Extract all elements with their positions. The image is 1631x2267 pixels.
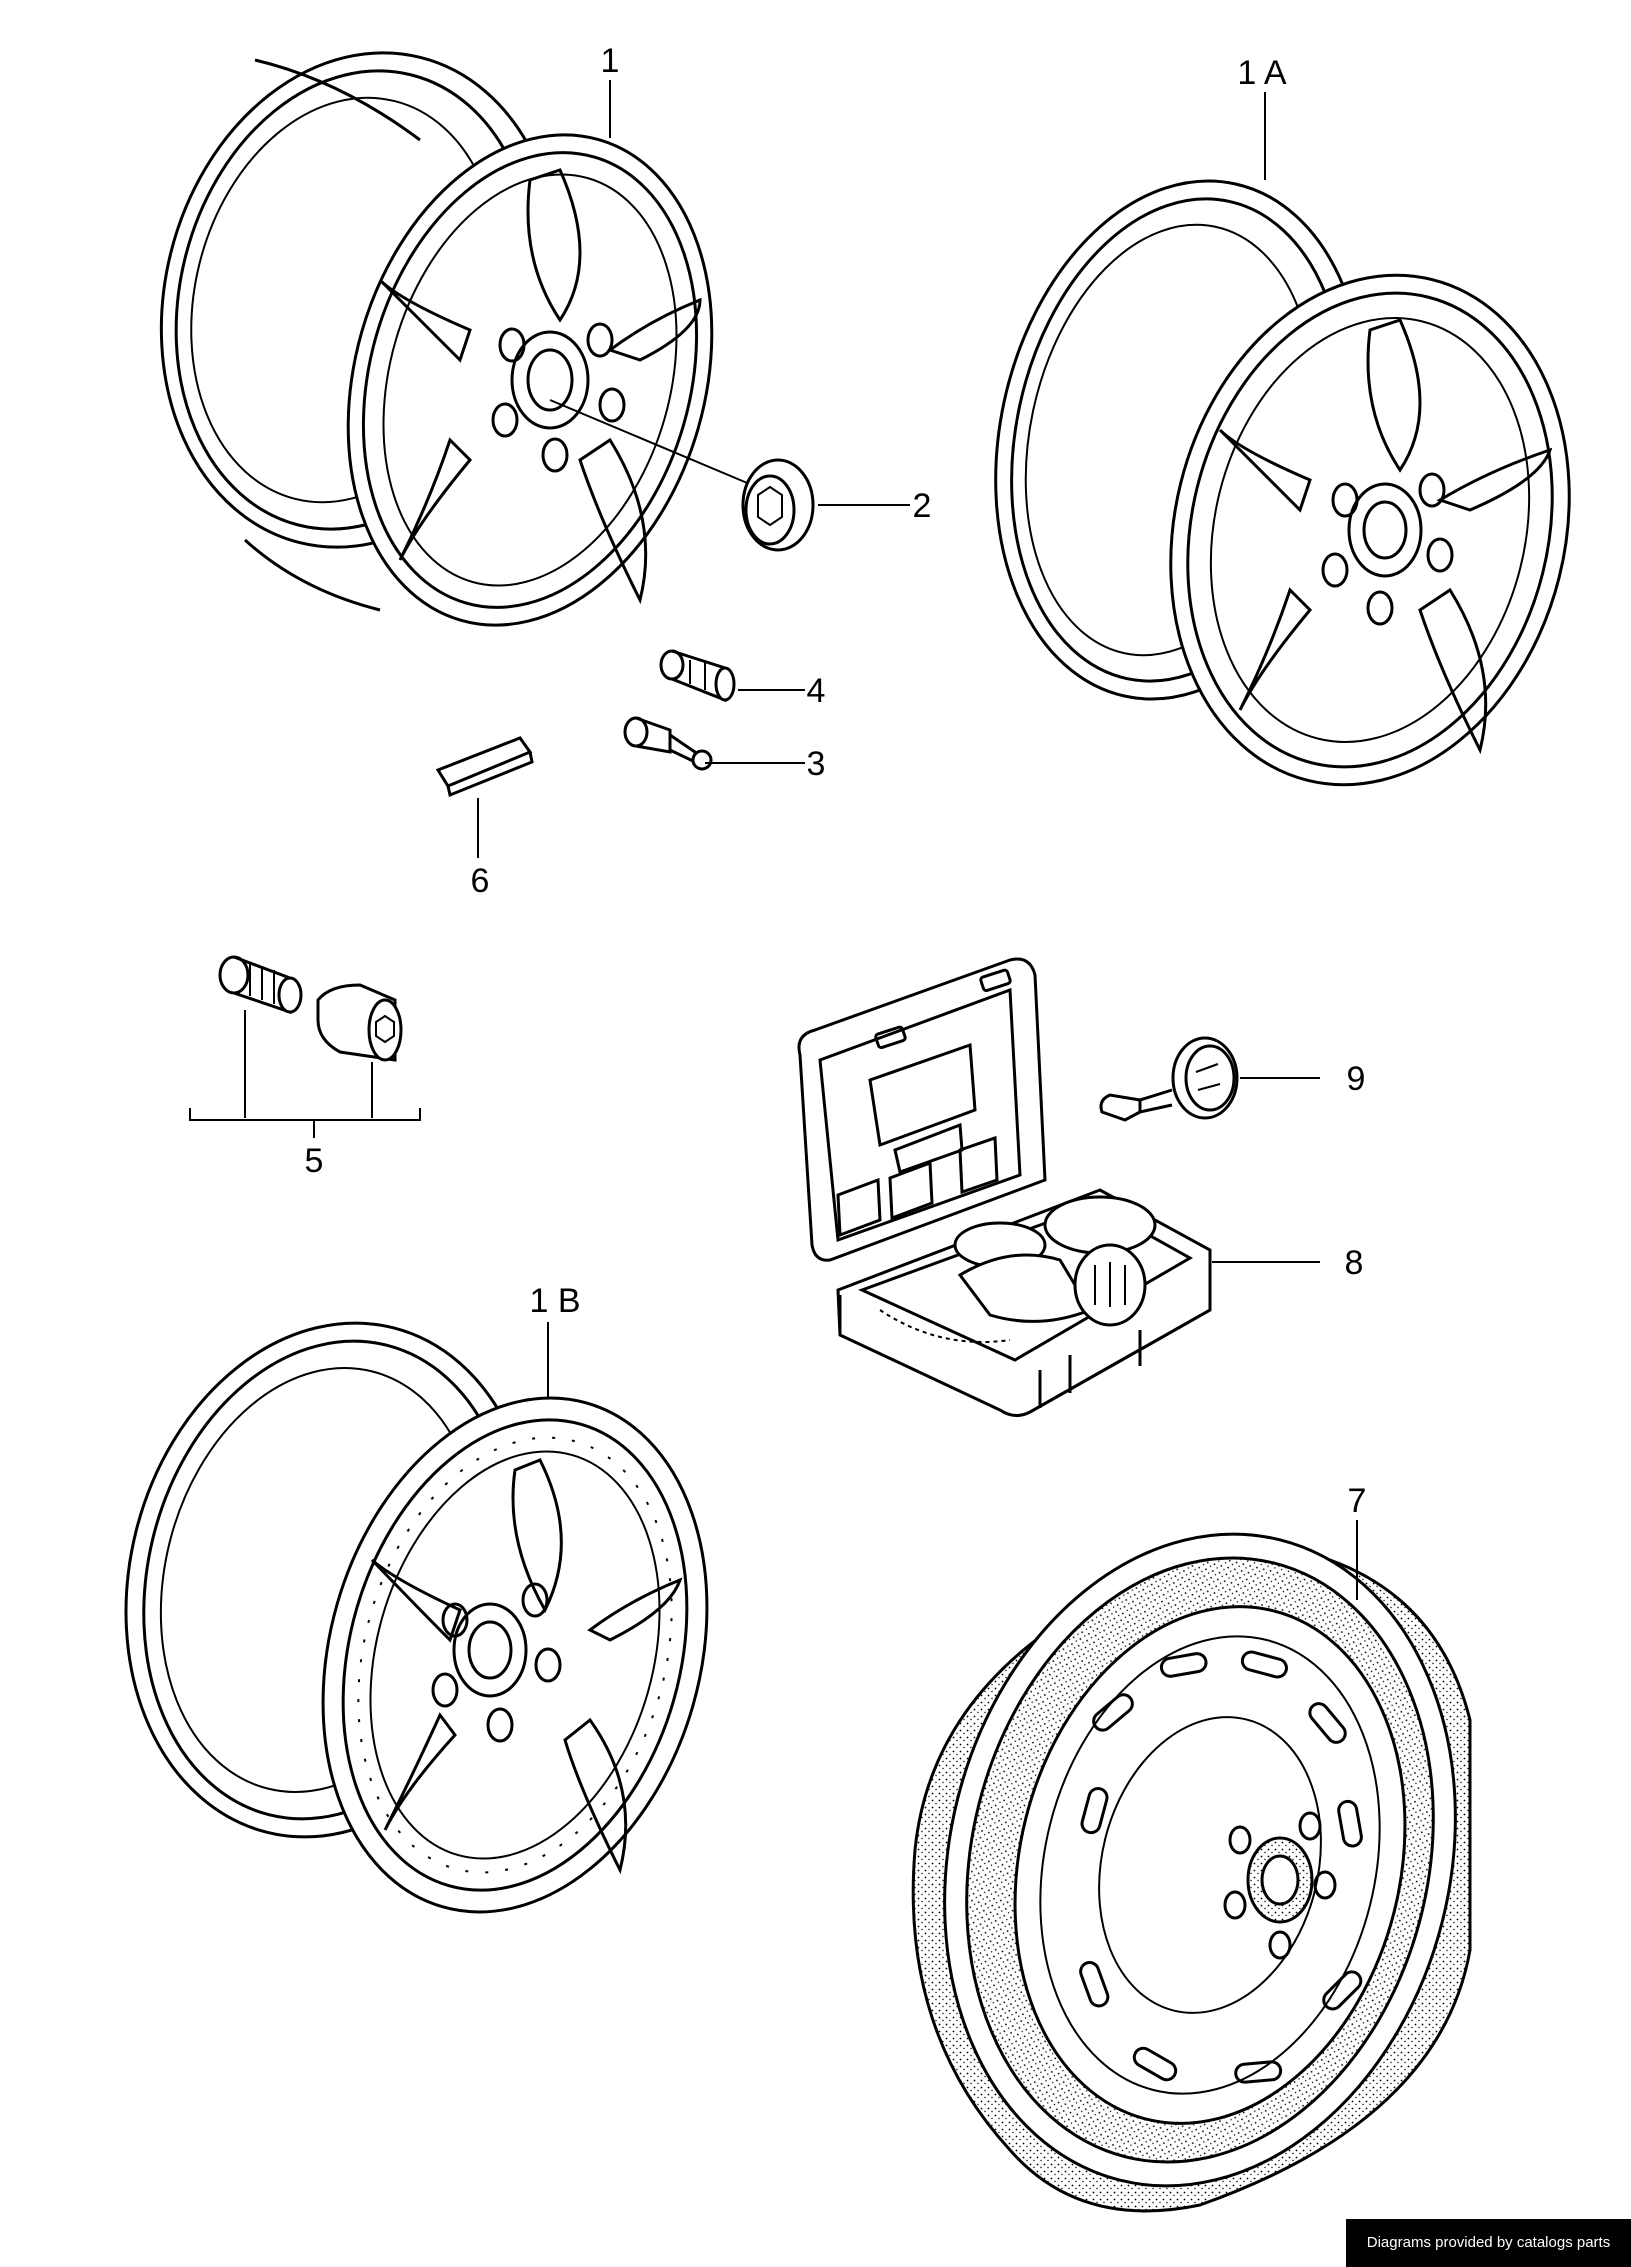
callout-3: 3 [807,745,826,783]
pressure-gauge-drawing [1099,1036,1320,1122]
callout-1a: 1 A [1237,54,1286,92]
spare-wheel-drawing [911,1532,1472,2213]
lock-set-drawing [189,955,421,1138]
balance-weight-drawing [435,736,534,798]
valve-cap-drawing [659,649,736,703]
hub-cap-drawing [741,458,815,552]
callout-7: 7 [1348,1482,1367,1520]
callout-9: 9 [1347,1060,1366,1098]
valve-drawing [623,716,713,771]
wheel-1a-drawing [994,179,1571,787]
callout-4: 4 [807,672,826,710]
credit-banner: Diagrams provided by catalogs parts [1346,2219,1631,2267]
compressor-kit-drawing [797,957,1320,1417]
wheel-1-drawing [159,51,753,627]
callout-2: 2 [913,487,932,525]
callout-8: 8 [1345,1244,1364,1282]
callout-1b: 1 B [529,1282,580,1320]
callout-5: 5 [305,1142,324,1180]
callout-6: 6 [471,862,490,900]
leader-lines [477,80,1358,1600]
callout-1: 1 [601,42,620,80]
wheel-1b-drawing [124,1321,709,1914]
